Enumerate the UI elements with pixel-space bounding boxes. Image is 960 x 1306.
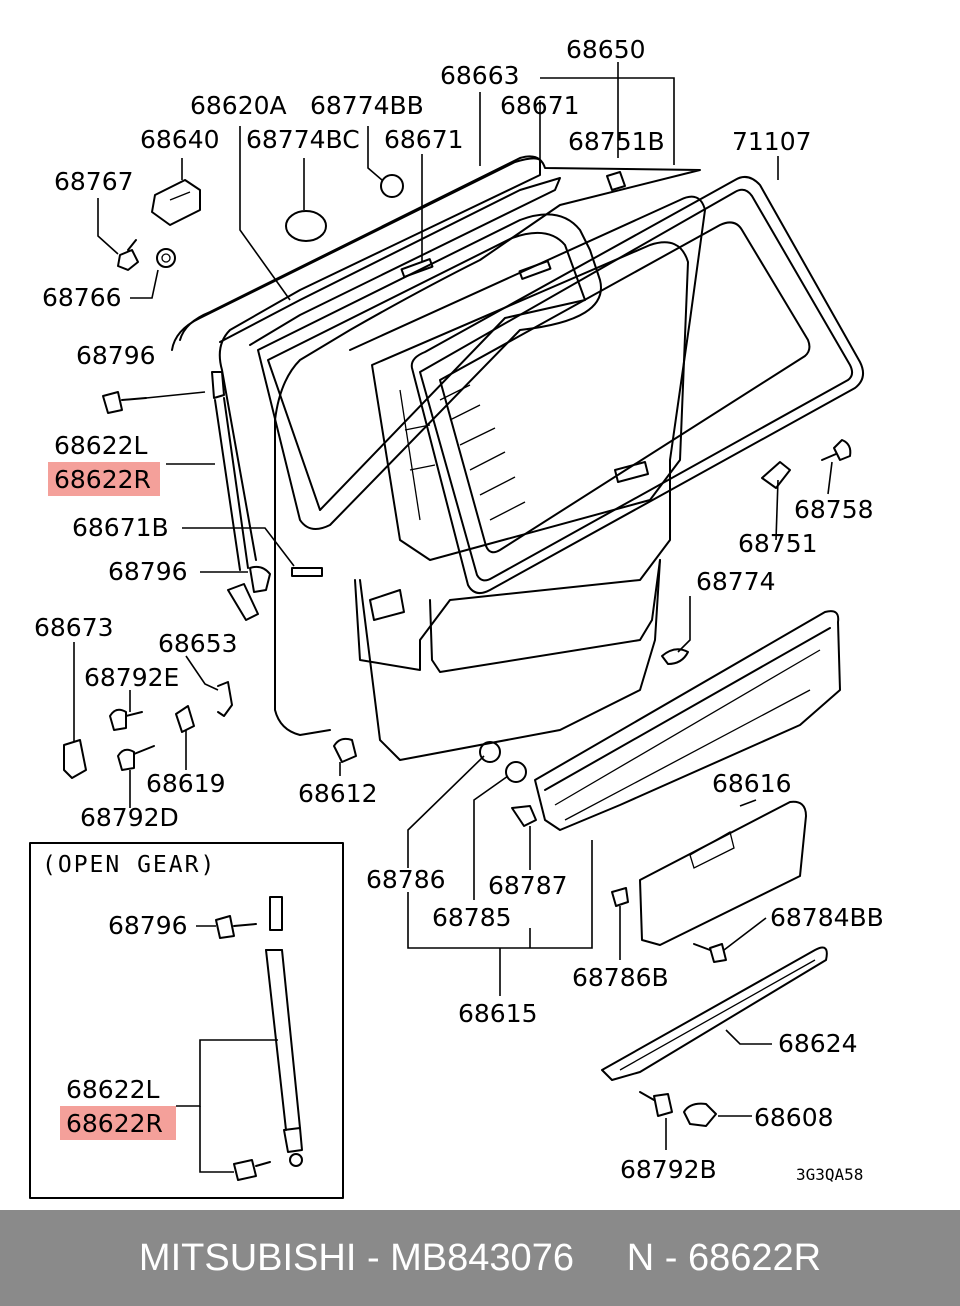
label-68622R-a: 68622R xyxy=(54,465,151,494)
highlight-68622R-inset xyxy=(60,1106,176,1140)
diagram-code: 3G3QA58 xyxy=(796,1165,863,1184)
labels: 68650 68663 68620A 68774BB 68671 68751B … xyxy=(34,35,884,1184)
label-68787: 68787 xyxy=(488,871,568,900)
bolt-68767 xyxy=(117,239,139,271)
label-68650: 68650 xyxy=(566,35,646,64)
label-68622L-b: 68622L xyxy=(66,1075,160,1104)
inset-stud xyxy=(233,1159,271,1181)
label-68663: 68663 xyxy=(440,61,520,90)
clip-68751B xyxy=(606,171,626,191)
nut-68766 xyxy=(156,248,176,268)
inset-gas-spring xyxy=(265,896,303,1167)
label-68751B: 68751B xyxy=(568,127,665,156)
label-68620A: 68620A xyxy=(190,91,287,120)
label-68640: 68640 xyxy=(140,125,220,154)
highlight-68622R-main xyxy=(48,462,160,496)
gas-spring-68622 xyxy=(211,371,271,621)
label-68673: 68673 xyxy=(34,613,114,642)
plug-68774BC xyxy=(285,210,327,242)
label-68774BC: 68774BC xyxy=(246,125,360,154)
label-68774: 68774 xyxy=(696,567,776,596)
label-68796-b: 68796 xyxy=(108,557,188,586)
label-68622L-a: 68622L xyxy=(54,431,148,460)
label-68785: 68785 xyxy=(432,903,512,932)
inset-bolt-68796 xyxy=(215,915,257,939)
label-68767: 68767 xyxy=(54,167,134,196)
garnish-68615 xyxy=(534,610,841,831)
tape-68671-right xyxy=(518,260,552,280)
label-68786B: 68786B xyxy=(572,963,669,992)
label-68796-c: 68796 xyxy=(108,911,188,940)
label-68784BB: 68784BB xyxy=(770,903,884,932)
label-68792E: 68792E xyxy=(84,663,179,692)
label-68624: 68624 xyxy=(778,1029,858,1058)
label-68792D: 68792D xyxy=(80,803,179,832)
bracket-68653 xyxy=(217,681,233,717)
inset-title: (OPEN GEAR) xyxy=(42,852,216,878)
label-68653: 68653 xyxy=(158,629,238,658)
clip-68751 xyxy=(761,461,791,489)
label-71107: 71107 xyxy=(732,127,812,156)
parts-diagram: (OPEN GEAR) xyxy=(29,35,884,1199)
label-68758: 68758 xyxy=(794,495,874,524)
hinge-68640 xyxy=(151,179,201,226)
label-68792B: 68792B xyxy=(620,1155,717,1184)
label-68751: 68751 xyxy=(738,529,818,558)
clip-68786B xyxy=(611,887,629,907)
screw-68784BB xyxy=(693,943,727,963)
label-68622R-b: 68622R xyxy=(66,1109,163,1138)
screw-68792B xyxy=(639,1091,673,1117)
label-68671B: 68671B xyxy=(72,513,169,542)
inset-open-gear-box xyxy=(29,842,344,1199)
label-68608: 68608 xyxy=(754,1103,834,1132)
grommet-68612 xyxy=(333,737,357,763)
tape-68671-left xyxy=(400,258,434,278)
grommet-68774 xyxy=(661,648,689,665)
label-68774BB: 68774BB xyxy=(310,91,424,120)
label-68796-a: 68796 xyxy=(76,341,156,370)
footer-text: MITSUBISHI - MB843076 N - 68622R xyxy=(138,1236,822,1279)
screw-68792E xyxy=(109,708,143,731)
fasteners-68786-68785-68787 xyxy=(479,741,537,827)
label-68615: 68615 xyxy=(458,999,538,1028)
label-68612: 68612 xyxy=(298,779,378,808)
tailgate-door xyxy=(171,155,706,761)
screw-68792D xyxy=(117,745,155,771)
label-68671-top: 68671 xyxy=(500,91,580,120)
footer-bar: MITSUBISHI - MB843076 N - 68622R xyxy=(0,1210,960,1306)
bracket-68673 xyxy=(63,739,87,779)
label-68786: 68786 xyxy=(366,865,446,894)
plug-68774BB xyxy=(380,174,404,198)
label-68671-mid: 68671 xyxy=(384,125,464,154)
label-68616: 68616 xyxy=(712,769,792,798)
window-glass-71107 xyxy=(410,175,865,595)
clip-68619 xyxy=(175,705,195,733)
arm-68624 xyxy=(601,946,828,1081)
screw-68758 xyxy=(821,439,852,461)
label-68619: 68619 xyxy=(146,769,226,798)
leader-lines xyxy=(73,62,833,1173)
label-68766: 68766 xyxy=(42,283,122,312)
panel-68616 xyxy=(639,800,807,946)
bolt-68796-upper xyxy=(102,391,147,414)
tape-68671B xyxy=(291,567,323,577)
cap-68608 xyxy=(683,1102,717,1127)
